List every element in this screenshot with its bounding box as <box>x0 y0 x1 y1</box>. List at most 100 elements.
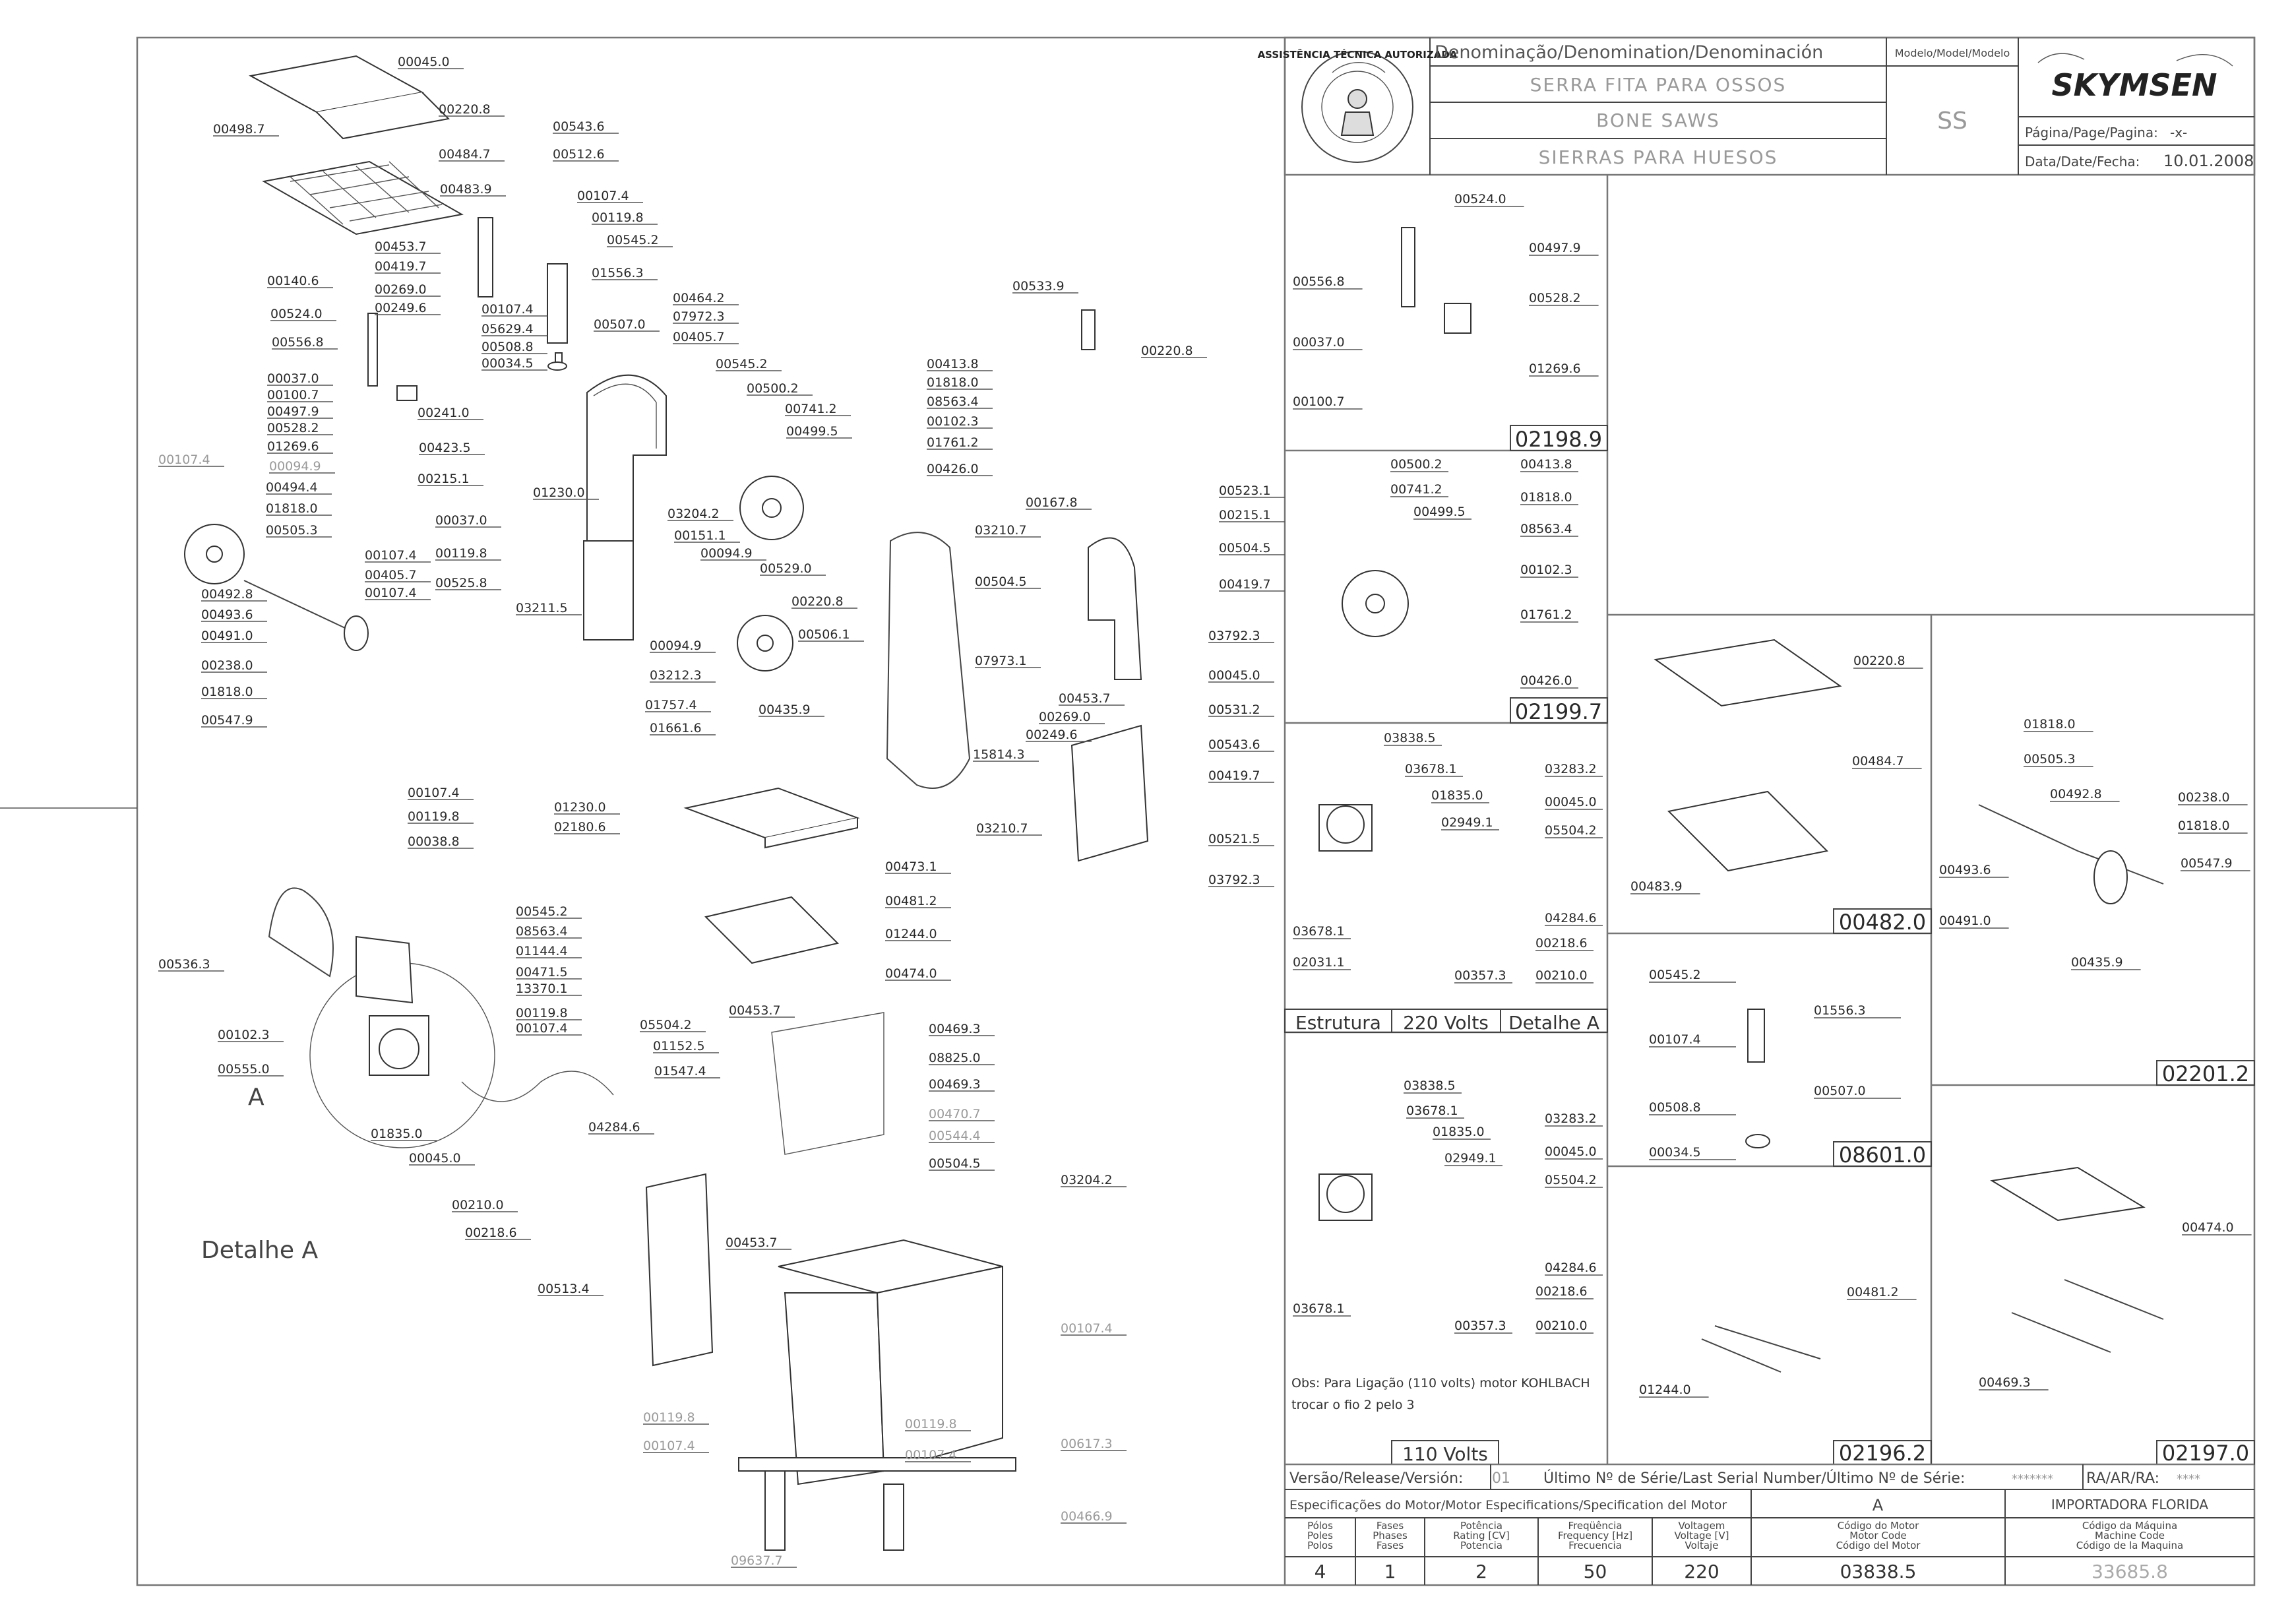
spec-value: 03838.5 <box>1840 1561 1917 1582</box>
part-label: 01556.3 <box>592 266 644 280</box>
p6-part-label: 00507.0 <box>1814 1084 1866 1098</box>
spec-value: 4 <box>1315 1561 1326 1582</box>
part-label: 05629.4 <box>481 322 534 336</box>
p3-part-label: 02949.1 <box>1441 815 1493 830</box>
p2-part-label: 00426.0 <box>1520 673 1572 688</box>
part-label: 00453.7 <box>726 1235 778 1250</box>
p9-part-label: 00474.0 <box>2182 1220 2234 1235</box>
panel-7-header: 110 Volts Obs: Para Ligação (110 volts) … <box>1291 1376 1590 1465</box>
part-label: 00037.0 <box>435 513 487 528</box>
part-label: 00513.4 <box>538 1282 590 1296</box>
part-label: 00119.8 <box>592 210 644 225</box>
p7-part-label: 03283.2 <box>1545 1111 1597 1126</box>
part-label: 00543.6 <box>553 119 605 134</box>
part-label: 00107.4 <box>365 586 417 600</box>
p6-part-label: 00107.4 <box>1649 1032 1701 1047</box>
part-label: 03211.5 <box>516 601 568 615</box>
part-label: 00483.9 <box>440 182 492 197</box>
p2-part-label: 00499.5 <box>1413 505 1466 519</box>
part-label: 00525.8 <box>435 576 487 590</box>
panel-6-code: 08601.0 <box>1839 1142 1926 1168</box>
part-label: 00545.2 <box>607 233 659 247</box>
part-label: 01661.6 <box>650 721 702 735</box>
spec-header: Código de la Maquina <box>2076 1540 2183 1551</box>
part-label: 00238.0 <box>201 658 253 673</box>
p4-part-label: 00483.9 <box>1630 879 1683 894</box>
p3-part-label: 00218.6 <box>1535 936 1588 951</box>
spec-header: Código do Motor <box>1838 1520 1919 1532</box>
part-label: 00469.3 <box>929 1077 981 1092</box>
spec-value: 50 <box>1584 1561 1607 1582</box>
release-label: Versão/Release/Versión: <box>1289 1470 1463 1487</box>
part-label: 00107.4 <box>481 302 534 317</box>
spec-header: Poles <box>1307 1530 1333 1542</box>
part-label: 00453.7 <box>1059 691 1111 706</box>
part-label: 00167.8 <box>1026 495 1078 510</box>
p5-part-label: 01818.0 <box>2178 819 2230 833</box>
spec-header: Fases <box>1377 1520 1404 1532</box>
part-label: 00453.7 <box>729 1003 781 1018</box>
wiring <box>461 1071 614 1102</box>
part-label: 00529.0 <box>760 561 812 576</box>
part-label: 08563.4 <box>927 394 979 409</box>
part-label: 00215.1 <box>418 472 470 486</box>
part-label: 00413.8 <box>927 357 979 371</box>
svg-text:220 Volts: 220 Volts <box>1403 1012 1489 1034</box>
p5-part-label: 00547.9 <box>2181 856 2233 871</box>
part-label: 00524.0 <box>270 307 323 321</box>
motor-spec-label: Especificações do Motor/Motor Especifica… <box>1289 1498 1727 1513</box>
spec-header: Motor Code <box>1849 1530 1907 1542</box>
part-label: 00528.2 <box>267 421 319 435</box>
p8-part-label: 01244.0 <box>1639 1383 1691 1397</box>
part-label: 00469.3 <box>929 1022 981 1036</box>
part-label: 00617.3 <box>1061 1437 1113 1451</box>
p4-part-label: 00220.8 <box>1853 654 1905 668</box>
part-label: 00464.2 <box>673 291 725 305</box>
release-value: 01 <box>1492 1470 1510 1487</box>
part-label: 01230.0 <box>533 485 585 500</box>
svg-text:Estrutura: Estrutura <box>1295 1012 1381 1034</box>
spec-value: 33685.8 <box>2091 1561 2168 1582</box>
ra-label: RA/AR/RA: <box>2086 1470 2159 1487</box>
part-label: 00151.1 <box>674 528 726 543</box>
p7-part-label: 05504.2 <box>1545 1173 1597 1187</box>
part-label: 00107.4 <box>365 548 417 563</box>
part-label: 00405.7 <box>365 568 417 582</box>
p2-part-label: 00102.3 <box>1520 563 1572 577</box>
part-label: 00499.5 <box>786 424 838 439</box>
panel-9-code: 02197.0 <box>2162 1441 2249 1466</box>
p7-part-label: 04284.6 <box>1545 1261 1597 1275</box>
part-label: 00419.7 <box>375 259 427 274</box>
part-label: 00045.0 <box>1208 668 1260 683</box>
spec-header: Potência <box>1460 1520 1502 1532</box>
part-label: 00107.4 <box>408 786 460 800</box>
p6-part-label: 00545.2 <box>1649 968 1701 982</box>
part-label: 01818.0 <box>266 501 318 516</box>
p3-part-label: 03678.1 <box>1293 924 1345 939</box>
part-label: 07973.1 <box>975 654 1027 668</box>
svg-text:110 Volts: 110 Volts <box>1402 1443 1488 1465</box>
part-label: 00512.6 <box>553 147 605 162</box>
part-label: 03212.3 <box>650 668 702 683</box>
panel-1-code: 02198.9 <box>1515 427 1602 452</box>
spec-header: Voltaje <box>1685 1540 1719 1551</box>
p3-part-label: 00045.0 <box>1545 795 1597 809</box>
p9-part-label: 00469.3 <box>1979 1375 2031 1390</box>
p2-part-label: 01818.0 <box>1520 490 1572 505</box>
part-label: 00107.4 <box>643 1439 695 1453</box>
p6-part-label: 00034.5 <box>1649 1145 1701 1160</box>
spec-header: Potencia <box>1460 1540 1502 1551</box>
p1-part-label: 00556.8 <box>1293 274 1345 289</box>
p1-part-label: 00037.0 <box>1293 335 1345 350</box>
p2-part-label: 00413.8 <box>1520 457 1572 472</box>
part-label: 09637.7 <box>731 1553 783 1568</box>
p6-part-label: 00508.8 <box>1649 1100 1701 1115</box>
model-value: SS <box>1937 108 1967 135</box>
spec-header: Freqüência <box>1568 1520 1623 1532</box>
part-label: 00220.8 <box>791 594 844 609</box>
part-label: 00107.4 <box>577 189 629 203</box>
part-label: 01835.0 <box>371 1127 423 1141</box>
part-label: 00220.8 <box>439 102 491 117</box>
part-label: 00497.9 <box>267 404 319 419</box>
